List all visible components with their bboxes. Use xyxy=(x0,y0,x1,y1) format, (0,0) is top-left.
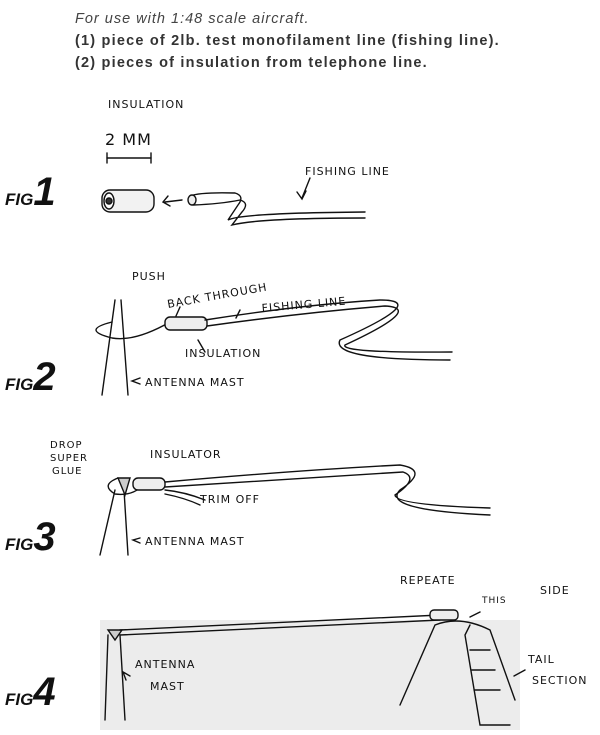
fishing-line-3 xyxy=(164,464,491,516)
antenna-mast-2 xyxy=(101,299,129,396)
intro-item-1: (1) piece of 2lb. test monofilament line… xyxy=(75,33,500,49)
label-repeat: REPEATE xyxy=(400,574,456,587)
arrow xyxy=(161,195,183,207)
label-antenna-mast-2: ANTENNA MAST xyxy=(145,376,245,389)
antenna-mast-4 xyxy=(104,634,126,721)
label-insulation: INSULATION xyxy=(108,98,184,111)
fig-1-label: FIG1 xyxy=(5,170,56,214)
label-fishing-line-2: FISHING LINE xyxy=(261,295,347,315)
label-back-through: BACK THROUGH xyxy=(166,281,268,311)
label-insulator: INSULATOR xyxy=(150,448,222,461)
fishing-line-2 xyxy=(204,299,453,361)
fig-2-label: FIG2 xyxy=(5,355,56,399)
fishing-line-4 xyxy=(119,614,441,636)
label-2mm: 2 MM xyxy=(105,130,152,149)
label-antenna-mast-3: ANTENNA MAST xyxy=(145,535,245,548)
label-super: SUPER xyxy=(50,453,88,464)
label-drop: DROP xyxy=(50,440,83,451)
fig-3-label: FIG3 xyxy=(5,515,56,559)
shade xyxy=(100,620,520,730)
label-trim-off: TRIM OFF xyxy=(199,493,260,506)
label-insulation-2: INSULATION xyxy=(185,347,261,360)
label-fishing-line-1: FISHING LINE xyxy=(305,165,390,178)
intro-item-2: (2) pieces of insulation from telephone … xyxy=(75,55,428,71)
label-this: THIS xyxy=(481,596,507,606)
label-section: SECTION xyxy=(532,674,587,687)
fishing-line-1 xyxy=(189,192,366,227)
tail-section xyxy=(399,620,516,726)
label-tail: TAIL xyxy=(527,653,555,666)
intro-text: For use with 1:48 scale aircraft. (1) pi… xyxy=(75,8,500,74)
fig-4-label: FIG4 xyxy=(5,670,56,714)
label-mast: MAST xyxy=(150,680,185,693)
antenna-mast-3 xyxy=(99,489,129,556)
label-side: SIDE xyxy=(540,584,570,597)
label-glue: GLUE xyxy=(52,466,82,477)
label-antenna: ANTENNA xyxy=(135,658,195,671)
insulation-tube xyxy=(101,189,155,213)
label-push: PUSH xyxy=(132,270,166,283)
intro-scale: For use with 1:48 scale aircraft. xyxy=(75,11,310,27)
